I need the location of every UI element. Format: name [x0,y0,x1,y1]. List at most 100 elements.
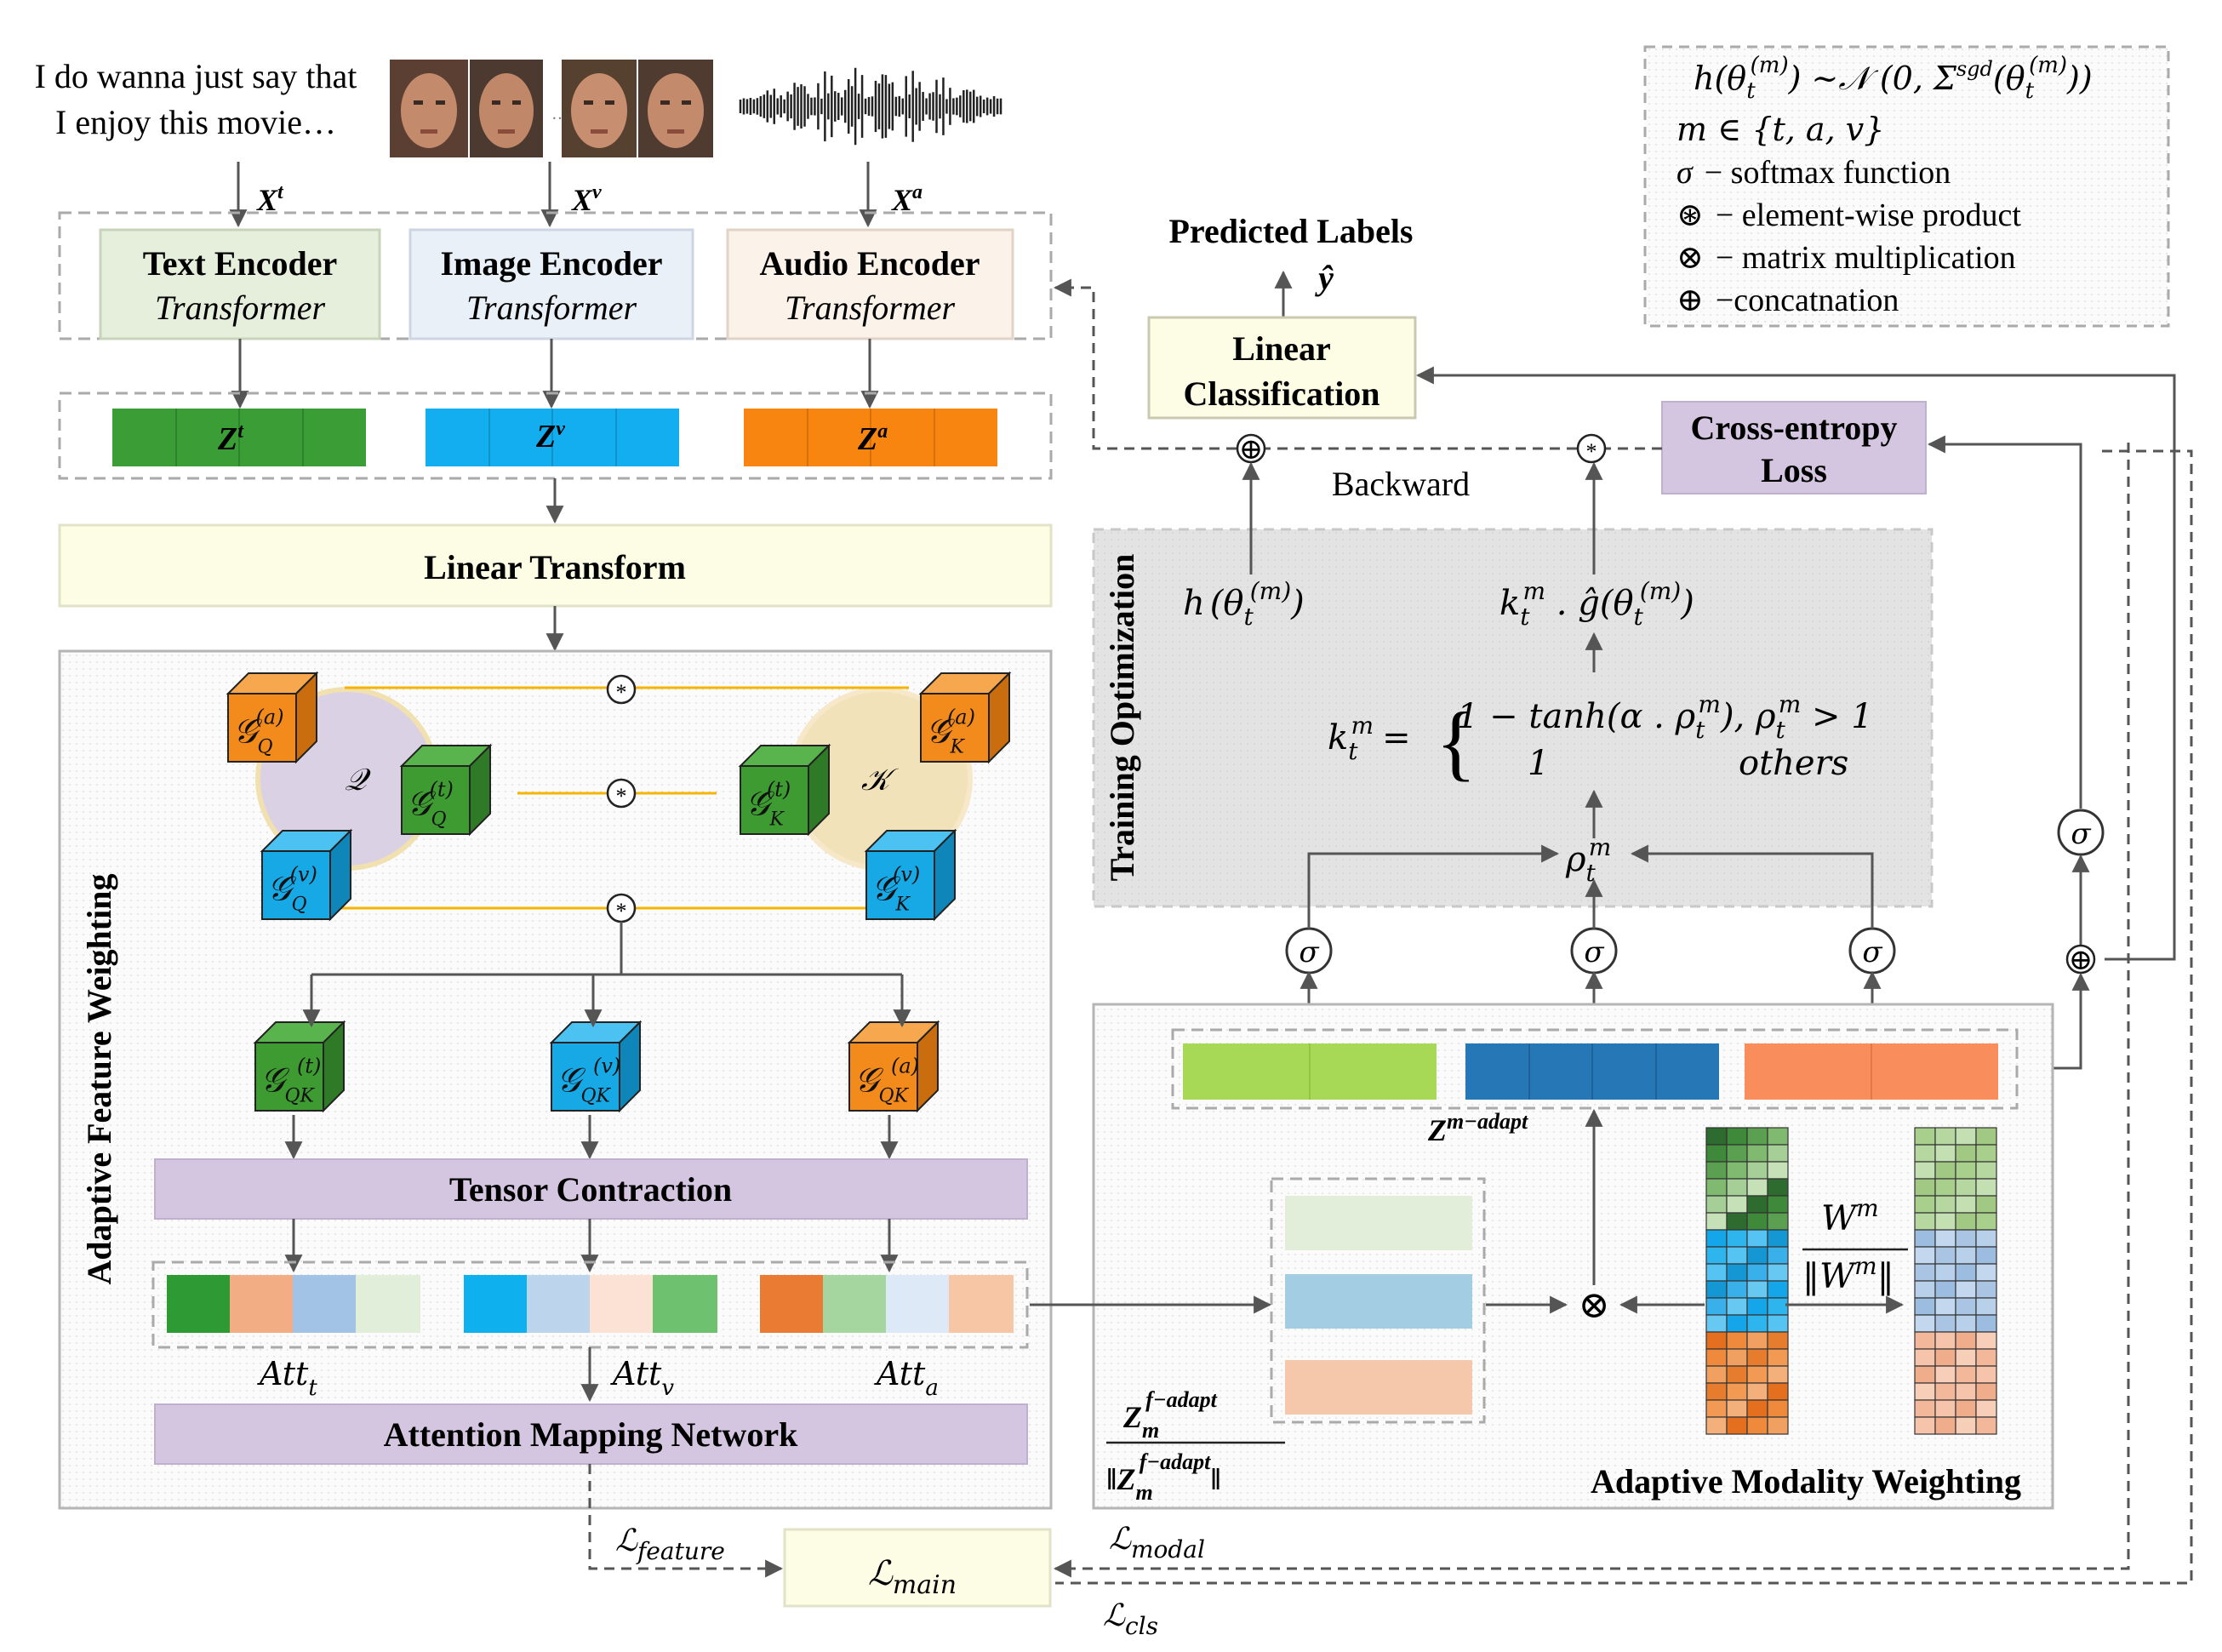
legend-box [1643,45,2170,328]
tensor-contraction-label: Tensor Contraction [449,1170,732,1209]
afw-title: Adaptive Feature Weighting [80,874,118,1285]
svg-text:𝒢QK(a): 𝒢QK(a) [854,1055,919,1107]
sigma-node-right: σ [2057,809,2105,856]
cube-gk-text-icon: 𝒢K(t) [738,743,831,837]
training-title: Training Optimization [1103,554,1141,882]
face-frame-2-image [470,60,543,157]
legend-line6: ⊕−concatnation [1676,283,1899,318]
image-encoder: Image Encoder Transformer [408,228,694,340]
legend-line3: σ− softmax function [1676,155,1951,191]
km-case1: 1 − tanh(α . ρtm), ρtm > 1 [1457,690,1873,744]
predicted-labels-title: Predicted Labels [1168,212,1413,250]
svg-text:*: * [616,899,627,923]
weight-matrix-normalized [1914,1127,1997,1435]
svg-text:σ: σ [1862,935,1882,969]
svg-text:*: * [616,784,627,809]
svg-text:𝒢Q(a): 𝒢Q(a) [233,706,284,758]
label-xa: Xa [891,181,923,217]
svg-text:*: * [616,680,627,705]
loss-modal-label: ℒmodal [1109,1522,1205,1563]
y-hat-label: ŷ [1315,259,1334,297]
input-text-line1: I do wanna just say that [35,57,357,95]
face-frame-1-image [390,60,468,157]
tensor-contraction-block: Tensor Contraction [154,1158,1028,1220]
att-a-label: Atta [874,1355,939,1401]
main-loss-block: ℒmain [783,1528,1052,1608]
image-encoder-sub: Transformer [466,289,637,327]
input-text-line2: I enjoy this movie… [55,103,336,141]
feature-group [58,392,1053,480]
kg-expr: ktm . ĝ(θt(m)) [1499,577,1694,631]
image-encoder-title: Image Encoder [440,244,662,283]
sigma-node-2: σ [1570,927,1618,975]
feature-za: Za [744,409,997,466]
backward-label: Backward [1332,465,1470,503]
svg-text:𝒢Q(t): 𝒢Q(t) [407,778,454,831]
label-xv: Xv [571,181,602,217]
cross-entropy-line2: Loss [1761,451,1827,489]
linear-transform-block: Linear Transform [58,523,1053,608]
star-op-3: * [606,893,637,923]
cross-entropy-line1: Cross-entropy [1691,409,1898,447]
loss-feature-label: ℒfeature [615,1523,725,1565]
h-theta-expr: h(θt(m)) [1183,577,1305,631]
legend-line4: ⊛− element-wise product [1676,197,2021,233]
loss-cls-label: ℒcls [1103,1598,1158,1640]
zv-label: Zv [535,418,565,454]
att-t-strip [167,1275,420,1333]
zm-adapt-audio-vector [1745,1043,1998,1100]
wm-numerator: Wm [1821,1194,1879,1238]
matmul-op: ⊗ [1579,1284,1610,1326]
feature-zt: Zt [112,409,366,466]
svg-text:σ: σ [2071,817,2091,851]
concat-op-top: ⊕ [1236,433,1266,466]
star-op-2: * [606,778,637,809]
cube-gk-image-icon: 𝒢K(v) [864,828,957,922]
sigma-node-3: σ [1848,927,1896,975]
audio-encoder-title: Audio Encoder [760,244,980,283]
zm-adapt-text-vector [1183,1043,1437,1100]
svg-text:⊗: ⊗ [1579,1284,1610,1326]
cube-gq-image-icon: 𝒢Q(v) [260,828,353,922]
att-v-label: Attv [610,1355,674,1401]
cross-entropy-block: Cross-entropy Loss [1661,401,1927,494]
legend-line2: m ∈ {t, a, v} [1676,111,1884,148]
wm-denominator: ‖Wm‖ [1802,1252,1894,1296]
audio-encoder-sub: Transformer [785,289,955,327]
cube-gqk-image-icon: 𝒢QK(v) [549,1020,643,1113]
label-xt: Xt [256,181,284,217]
cube-gqk-text-icon: 𝒢QK(t) [253,1020,346,1113]
svg-text:𝒢Q(v): 𝒢Q(v) [267,863,317,916]
zf-numerator: Zmf−adapt [1122,1387,1218,1443]
cube-gq-audio-icon: 𝒢Q(a) [226,671,319,764]
svg-text:𝒢K(v): 𝒢K(v) [871,863,920,916]
attention-mapping-label: Attention Mapping Network [384,1415,798,1454]
linear-classification-line1: Linear [1232,329,1331,368]
za-label: Za [857,420,888,457]
video-frames: … [390,60,713,157]
zf-adapt-audio-vector [1285,1360,1472,1415]
linear-transform-label: Linear Transform [424,548,686,586]
face-frame-3-image [562,60,637,157]
zt-label: Zt [217,420,244,457]
svg-text:⊕: ⊕ [2069,945,2093,976]
linear-classification-block: Linear Classification [1147,316,1417,420]
att-t-label: Attt [257,1355,317,1401]
svg-text:*: * [1586,439,1597,464]
linear-classification-line2: Classification [1183,374,1379,413]
audio-encoder: Audio Encoder Transformer [726,228,1014,340]
attention-mapping-block: Attention Mapping Network [154,1403,1028,1465]
zf-denominator: ‖Zmf−adapt‖ [1106,1449,1221,1505]
att-v-strip [464,1275,717,1333]
piecewise-brace: { [1436,695,1477,789]
amw-title: Adaptive Modality Weighting [1591,1462,2021,1501]
zm-adapt-label: Zm−adapt [1427,1109,1528,1147]
km-case2-value: 1 [1528,744,1549,783]
att-a-strip [760,1275,1014,1333]
cube-gqk-audio-icon: 𝒢QK(a) [847,1020,940,1113]
sigma-node-1: σ [1285,927,1333,975]
zm-adapt-image-vector [1465,1043,1719,1100]
star-op-1: * [606,674,637,705]
text-encoder-title: Text Encoder [143,244,338,283]
